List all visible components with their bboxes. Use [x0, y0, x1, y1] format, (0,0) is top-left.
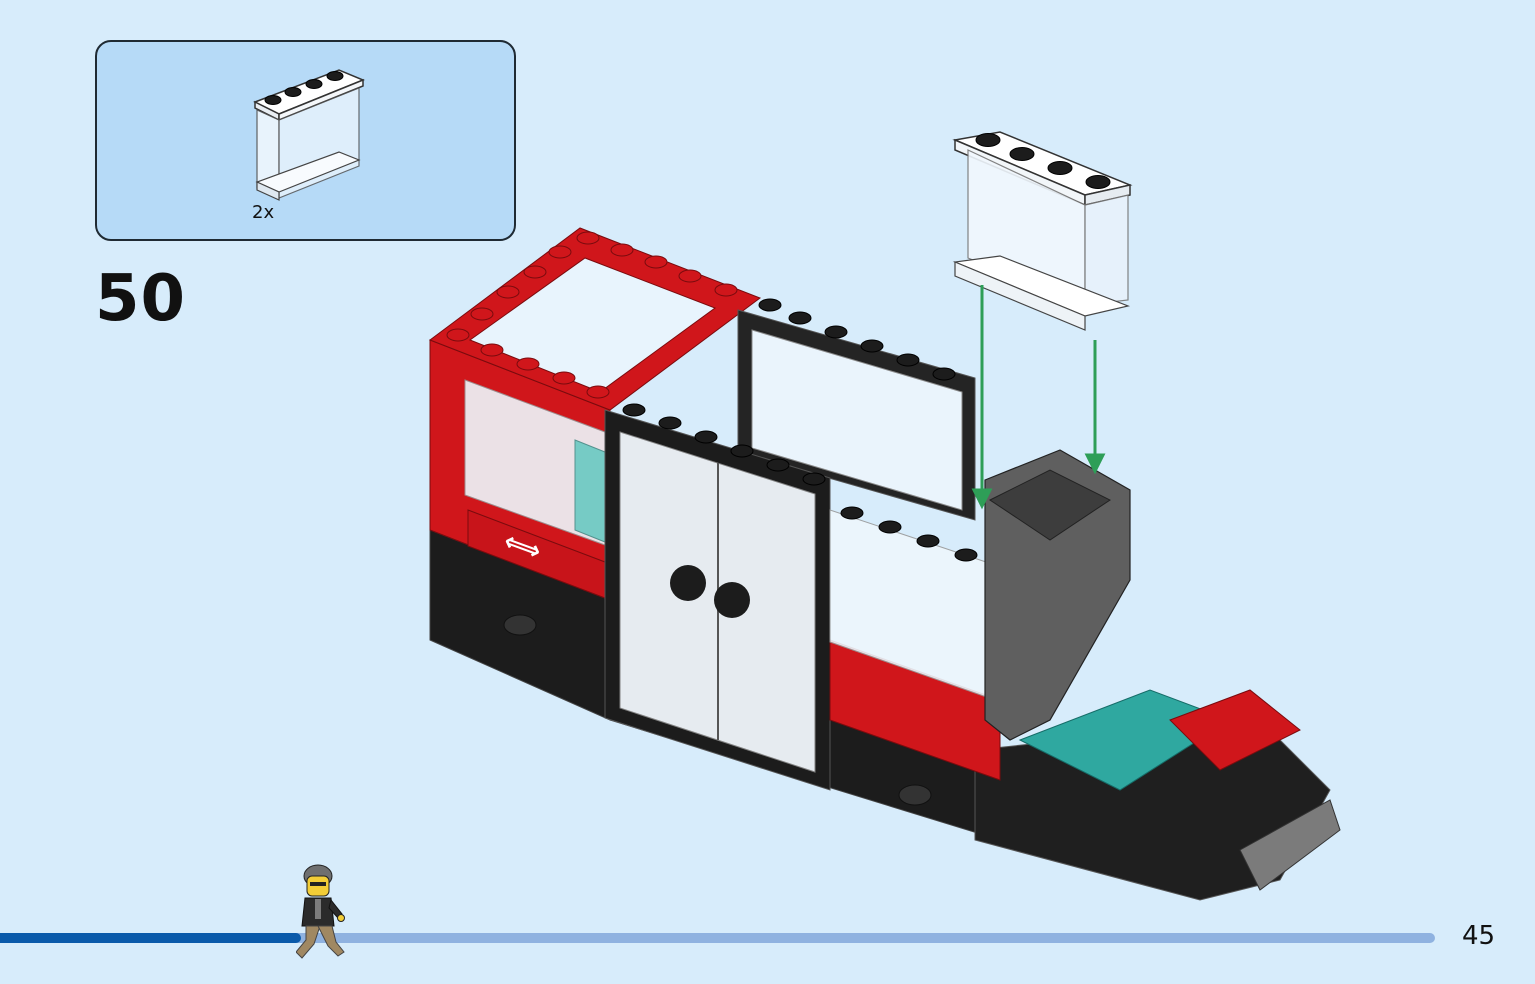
step-number: 50 [95, 262, 187, 336]
part-quantity-label: 2x [252, 202, 275, 223]
progress-fill [0, 933, 301, 943]
guide-arrows [971, 285, 1106, 510]
page-number: 45 [1462, 921, 1496, 951]
minifigure-progress-icon [296, 864, 345, 959]
new-panel-part [952, 131, 1133, 331]
parts-callout-box: 2x [95, 40, 516, 241]
transparent-panel-icon [253, 69, 365, 201]
progress-track [0, 933, 1435, 943]
